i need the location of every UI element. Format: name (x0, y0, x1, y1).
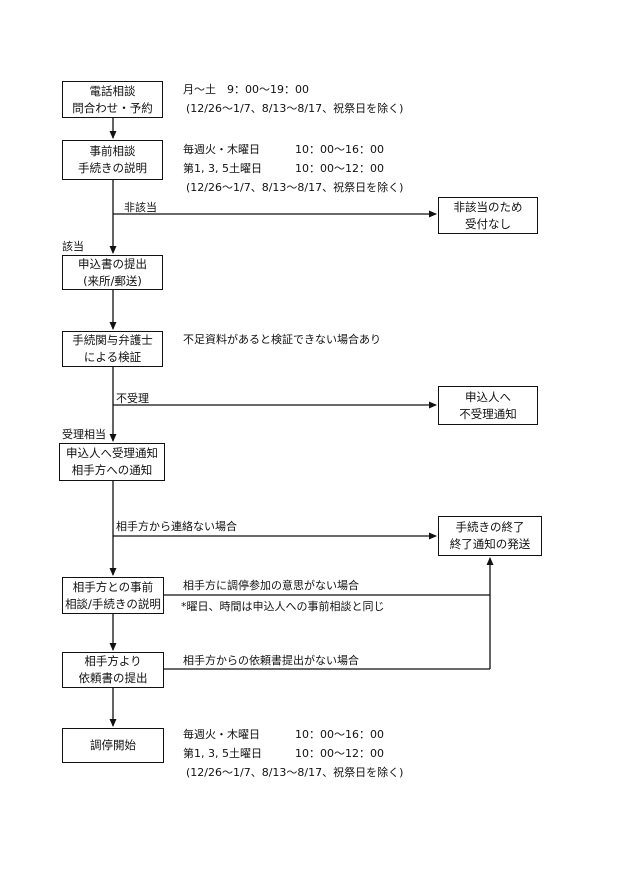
schedule-pre-row2-time: 10：00～12：00 (295, 162, 384, 175)
outcome-end-line-1: 手続きの終了 (455, 520, 525, 534)
step-request-line-1: 相手方より (84, 654, 142, 668)
step-resp-consult-line-1: 相手方との事前 (72, 579, 154, 594)
schedule-start-row2-time: 10：00～12：00 (295, 747, 384, 760)
step-apply-line-2: (来所/郵送) (83, 273, 142, 288)
schedule-mediation-start: 毎週火・木曜日 10：00～16：00 第1, 3, 5土曜日 10：00～12：0… (183, 725, 403, 782)
outcome-procedure-end: 手続きの終了 終了通知の発送 (438, 516, 542, 556)
step-pre-consultation-line-2: 手続きの説明 (78, 161, 147, 175)
step-phone-line-1: 電話相談 (89, 83, 136, 98)
label-not-accepted: 不受理 (116, 392, 149, 405)
outcome-end-line-2: 終了通知の発送 (449, 537, 531, 551)
step-pre-consultation: 事前相談 手続きの説明 (62, 140, 163, 180)
outcome-not-eligible: 非該当のため 受付なし (438, 197, 538, 234)
note-weekday-same: *曜日、時間は申込人への事前相談と同じ (181, 600, 385, 613)
schedule-phone: 月～土 9：00～19：00 (12/26～1/7、8/13～8/17、祝祭日を… (183, 80, 403, 118)
step-mediation-start: 調停開始 (62, 728, 164, 763)
step-start-line-1: 調停開始 (90, 738, 136, 752)
outcome-rejected-line-2: 不受理通知 (459, 406, 517, 421)
schedule-start-exclusions: (12/26～1/7、8/13～8/17、祝祭日を除く) (186, 766, 404, 779)
outcome-not-eligible-line-2: 受付なし (465, 216, 511, 231)
schedule-phone-exclusions: (12/26～1/7、8/13～8/17、祝祭日を除く) (186, 102, 404, 115)
schedule-pre-row1-time: 10：00～16：00 (295, 143, 384, 156)
step-notify-line-2: 相手方への通知 (71, 463, 153, 477)
schedule-pre-row1-days: 毎週火・木曜日 (183, 143, 260, 156)
step-notify-line-1: 申込人へ受理通知 (66, 446, 158, 460)
schedule-pre-row2-days: 第1, 3, 5土曜日 (183, 162, 262, 175)
outcome-not-eligible-line-1: 非該当のため (453, 199, 523, 214)
step-pre-consultation-line-1: 事前相談 (89, 144, 136, 158)
step-apply-line-1: 申込書の提出 (78, 256, 147, 271)
label-no-intent: 相手方に調停参加の意思がない場合 (183, 579, 359, 592)
label-applicable: 該当 (62, 240, 84, 253)
step-phone-consultation: 電話相談 問合わせ・予約 (62, 81, 163, 118)
schedule-start-row1-days: 毎週火・木曜日 (183, 728, 260, 741)
label-no-contact: 相手方から連絡ない場合 (116, 520, 237, 533)
outcome-rejected-line-1: 申込人へ (465, 389, 511, 404)
step-lawyer-verification: 手続関与弁護士 による検証 (62, 331, 163, 367)
step-respondent-consultation: 相手方との事前 相談/手続きの説明 (62, 577, 164, 614)
schedule-pre-exclusions: (12/26～1/7、8/13～8/17、祝祭日を除く) (186, 181, 404, 194)
schedule-start-row2-days: 第1, 3, 5土曜日 (183, 747, 262, 760)
schedule-pre-consultation: 毎週火・木曜日 10：00～16：00 第1, 3, 5土曜日 10：00～12：0… (183, 140, 403, 197)
step-verify-line-2: による検証 (83, 350, 142, 364)
step-resp-consult-line-2: 相談/手続きの説明 (65, 596, 161, 611)
label-accepted: 受理相当 (62, 428, 106, 441)
schedule-phone-hours: 月～土 9：00～19：00 (183, 83, 309, 96)
note-verification: 不足資料があると検証できない場合あり (183, 333, 381, 346)
step-verify-line-1: 手続関与弁護士 (72, 333, 153, 347)
step-application-submission: 申込書の提出 (来所/郵送) (62, 255, 163, 290)
step-respondent-request: 相手方より 依頼書の提出 (62, 652, 164, 688)
outcome-rejection-notice: 申込人へ 不受理通知 (438, 386, 538, 425)
label-no-request: 相手方からの依頼書提出がない場合 (183, 654, 359, 667)
step-phone-line-2: 問合わせ・予約 (72, 100, 153, 115)
step-request-line-2: 依頼書の提出 (78, 671, 148, 685)
step-acceptance-notice: 申込人へ受理通知 相手方への通知 (59, 443, 165, 481)
label-not-applicable: 非該当 (124, 201, 157, 214)
schedule-start-row1-time: 10：00～16：00 (295, 728, 384, 741)
